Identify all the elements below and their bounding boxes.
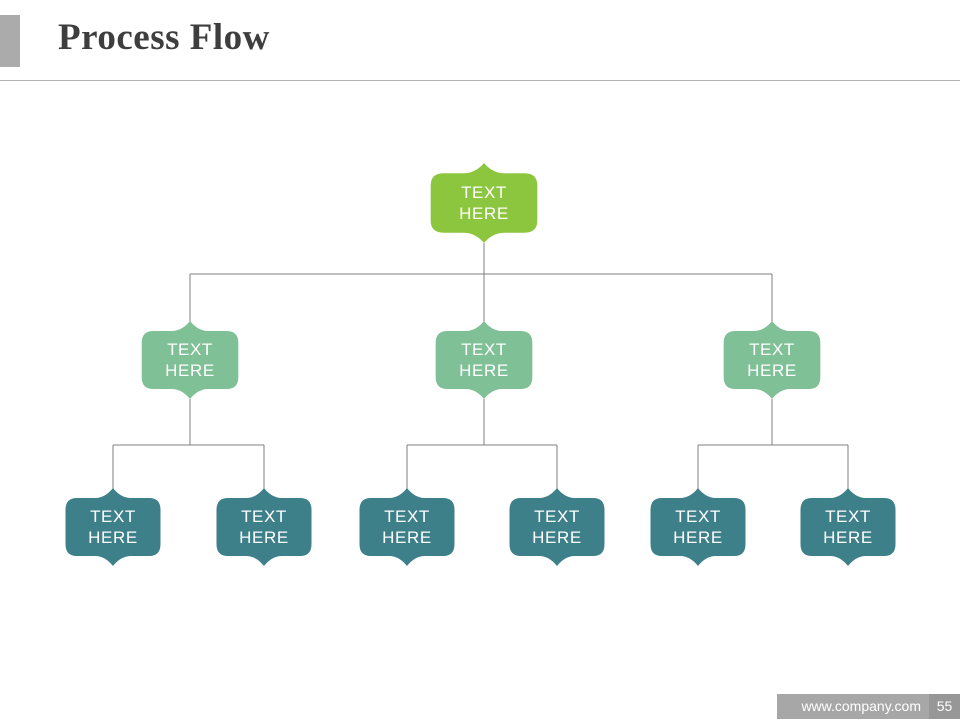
bracket-shape bbox=[65, 488, 161, 566]
title-divider bbox=[0, 80, 960, 81]
title-accent-square bbox=[0, 15, 20, 67]
bracket-shape bbox=[359, 488, 455, 566]
bracket-shape bbox=[216, 488, 312, 566]
bracket-shape bbox=[509, 488, 605, 566]
bracket-shape bbox=[430, 163, 538, 243]
page-title: Process Flow bbox=[58, 17, 270, 58]
footer-page-number: 55 bbox=[929, 694, 960, 719]
bracket-shape bbox=[650, 488, 746, 566]
bracket-shape bbox=[800, 488, 896, 566]
bracket-shape bbox=[141, 321, 239, 399]
footer-website: www.company.com bbox=[777, 694, 929, 719]
bracket-shape bbox=[723, 321, 821, 399]
bracket-shape bbox=[435, 321, 533, 399]
